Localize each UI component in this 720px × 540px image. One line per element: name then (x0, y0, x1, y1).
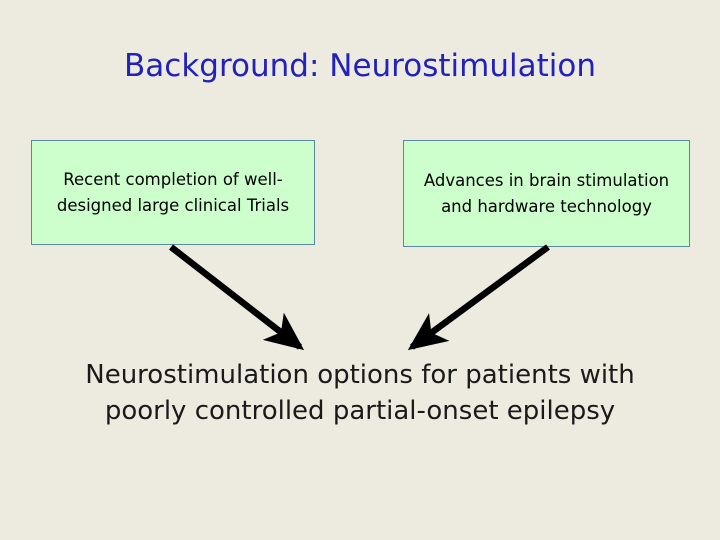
recent-trials-box: Recent completion of well-designed large… (31, 140, 315, 245)
conclusion-line-2: poorly controlled partial-onset epilepsy (104, 396, 616, 426)
advances-box-label: Advances in brain stimulation and hardwa… (423, 170, 670, 216)
recent-trials-box-label: Recent completion of well-designed large… (56, 169, 290, 215)
advances-box: Advances in brain stimulation and hardwa… (403, 140, 690, 247)
arrow-left-to-conclusion (169, 244, 305, 351)
arrow-right-to-conclusion (407, 244, 550, 351)
page-title: Background: Neurostimulation (124, 48, 596, 84)
conclusion-line-1: Neurostimulation options for patients wi… (85, 360, 635, 390)
conclusion-text: Neurostimulation options for patients wi… (40, 357, 680, 429)
